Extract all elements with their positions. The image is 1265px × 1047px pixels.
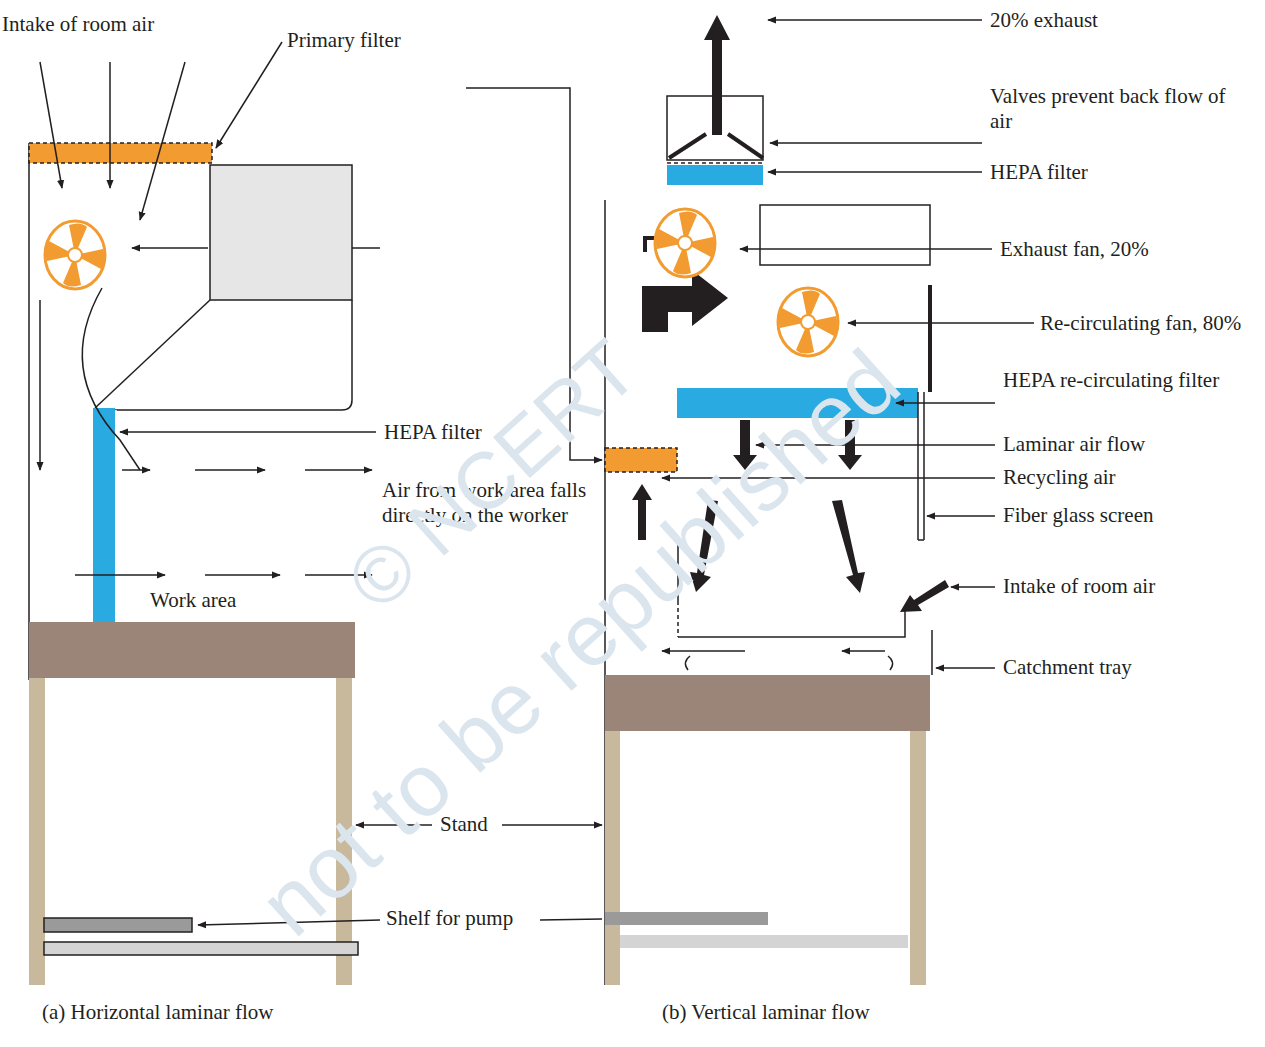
shelf-label: Shelf for pump [386, 906, 513, 931]
note-label: Air from work area falls directly on the… [382, 478, 597, 528]
filter-label: Primary filter [287, 28, 401, 53]
tray-label: Catchment tray [1003, 655, 1132, 680]
figure-caption: (a) Horizontal laminar flow [42, 1000, 274, 1025]
airflow-label: Laminar air flow [1003, 432, 1145, 457]
intake-label: Intake of room air [2, 12, 154, 37]
watermark: © NCERT [330, 322, 656, 628]
valve-label: Valves prevent back flow of air [990, 84, 1240, 134]
screen-label: Fiber glass screen [1003, 503, 1153, 528]
stand-label: Stand [440, 812, 488, 837]
area-label: Work area [150, 588, 236, 613]
intake-label: Intake of room air [1003, 574, 1155, 599]
filter-label: HEPA filter [990, 160, 1088, 185]
watermark: not to be republished [240, 330, 919, 956]
exhaust-label: 20% exhaust [990, 8, 1098, 33]
airflow-label: Recycling air [1003, 465, 1116, 490]
filter-label: HEPA filter [384, 420, 482, 445]
fan-label: Exhaust fan, 20% [1000, 237, 1149, 262]
filter-label: HEPA re-circulating filter [1003, 368, 1233, 393]
figure-caption: (b) Vertical laminar flow [662, 1000, 870, 1025]
fan-label: Re-circulating fan, 80% [1040, 311, 1241, 336]
